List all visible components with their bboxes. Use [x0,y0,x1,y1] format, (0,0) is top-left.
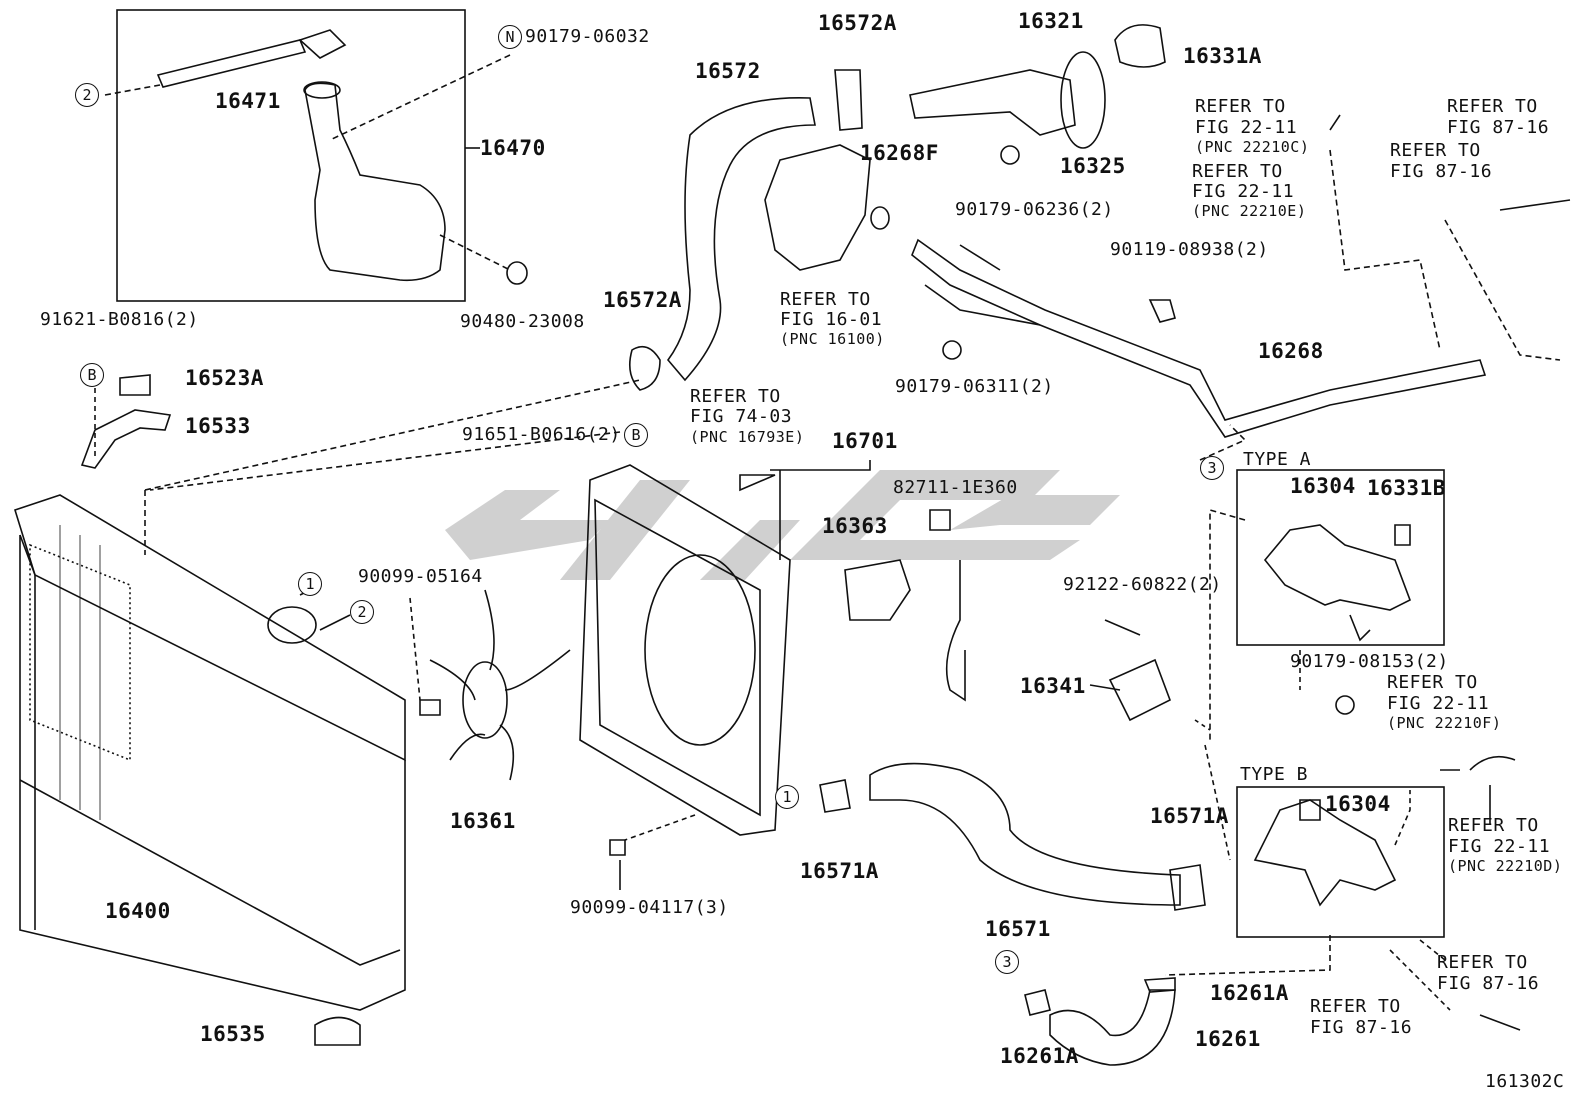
refer-7-line1: REFER TO [1387,672,1478,693]
reservoir-box [116,9,466,302]
refer-4-line2: FIG 22-11 [1192,181,1295,202]
label-16361: 16361 [450,809,516,833]
label-16268F: 16268F [860,141,939,165]
refer-2-line3: (PNC 16793E) [690,428,805,446]
label-16471: 16471 [215,89,281,113]
label-16572: 16572 [695,59,761,83]
label-16331A: 16331A [1183,44,1262,68]
label-16571A-right: 16571A [1150,804,1229,828]
type-a-box [1236,469,1445,646]
type-b-box [1236,786,1445,938]
label-90179-08153: 90179-08153(2) [1290,651,1449,672]
label-16533: 16533 [185,414,251,438]
label-90179-06032: 90179-06032 [525,26,650,47]
label-16261A-right: 16261A [1210,981,1289,1005]
refer-1-line2: FIG 16-01 [780,309,883,330]
label-92122-60822: 92122-60822(2) [1063,574,1222,595]
label-16363: 16363 [822,514,888,538]
refer-3-line2: FIG 22-11 [1195,117,1298,138]
refer-7-line2: FIG 22-11 [1387,693,1490,714]
label-16572A: 16572A [603,288,682,312]
refer-8-line3: (PNC 22210D) [1448,857,1563,875]
label-16701: 16701 [832,429,898,453]
callout-3-type-a: 3 [1200,456,1224,480]
label-16523A: 16523A [185,366,264,390]
label-91621-B0816: 91621-B0816(2) [40,309,199,330]
label-16261: 16261 [1195,1027,1261,1051]
label-16341: 16341 [1020,674,1086,698]
figure-code: 161302C [1485,1071,1565,1092]
refer-4-line3: (PNC 22210E) [1192,202,1307,220]
refer-10-line1: REFER TO [1310,996,1401,1017]
callout-2-reservoir: 2 [75,83,99,107]
label-16571: 16571 [985,917,1051,941]
label-16470: 16470 [480,136,546,160]
label-16535: 16535 [200,1022,266,1046]
label-16400: 16400 [105,899,171,923]
label-16331B: 16331B [1367,476,1446,500]
refer-8-line2: FIG 22-11 [1448,836,1551,857]
label-90179-06236: 90179-06236(2) [955,199,1114,220]
refer-8-line1: REFER TO [1448,815,1539,836]
type-b-label: TYPE B [1240,764,1309,785]
refer-9-line2: FIG 87-16 [1437,973,1540,994]
refer-1-line3: (PNC 16100) [780,330,885,348]
refer-3-line3: (PNC 22210C) [1195,138,1310,156]
callout-1-radiator: 1 [298,572,322,596]
callout-N: N [498,25,522,49]
refer-6-line1: REFER TO [1390,140,1481,161]
refer-10-line2: FIG 87-16 [1310,1017,1413,1038]
refer-4-line1: REFER TO [1192,161,1283,182]
refer-9-line1: REFER TO [1437,952,1528,973]
refer-6-line2: FIG 87-16 [1390,161,1493,182]
label-90099-04117: 90099-04117(3) [570,897,729,918]
label-16268: 16268 [1258,339,1324,363]
label-16321: 16321 [1018,9,1084,33]
refer-3-line1: REFER TO [1195,96,1286,117]
callout-B-left: B [80,363,104,387]
refer-5-line2: FIG 87-16 [1447,117,1550,138]
refer-1-line1: REFER TO [780,289,871,310]
label-91651-B0616: 91651-B0616(2) [462,424,621,445]
refer-7-line3: (PNC 22210F) [1387,714,1502,732]
callout-3-bottom: 3 [995,950,1019,974]
label-90179-06311: 90179-06311(2) [895,376,1054,397]
label-16325: 16325 [1060,154,1126,178]
label-90099-05164: 90099-05164 [358,566,483,587]
callout-B-center: B [624,423,648,447]
label-16261A-left: 16261A [1000,1044,1079,1068]
type-a-label: TYPE A [1243,449,1312,470]
label-82711-1E360: 82711-1E360 [893,477,1018,498]
label-16572A-top: 16572A [818,11,897,35]
refer-2-line2: FIG 74-03 [690,406,793,427]
label-16304-type-b: 16304 [1325,792,1391,816]
callout-1-hose: 1 [775,785,799,809]
label-16304-type-a: 16304 [1290,474,1356,498]
label-90119-08938: 90119-08938(2) [1110,239,1269,260]
watermark-logo [445,470,1120,580]
label-16571A-left: 16571A [800,859,879,883]
label-90480-23008: 90480-23008 [460,311,585,332]
refer-5-line1: REFER TO [1447,96,1538,117]
callout-2-radiator: 2 [350,600,374,624]
refer-2-line1: REFER TO [690,386,781,407]
